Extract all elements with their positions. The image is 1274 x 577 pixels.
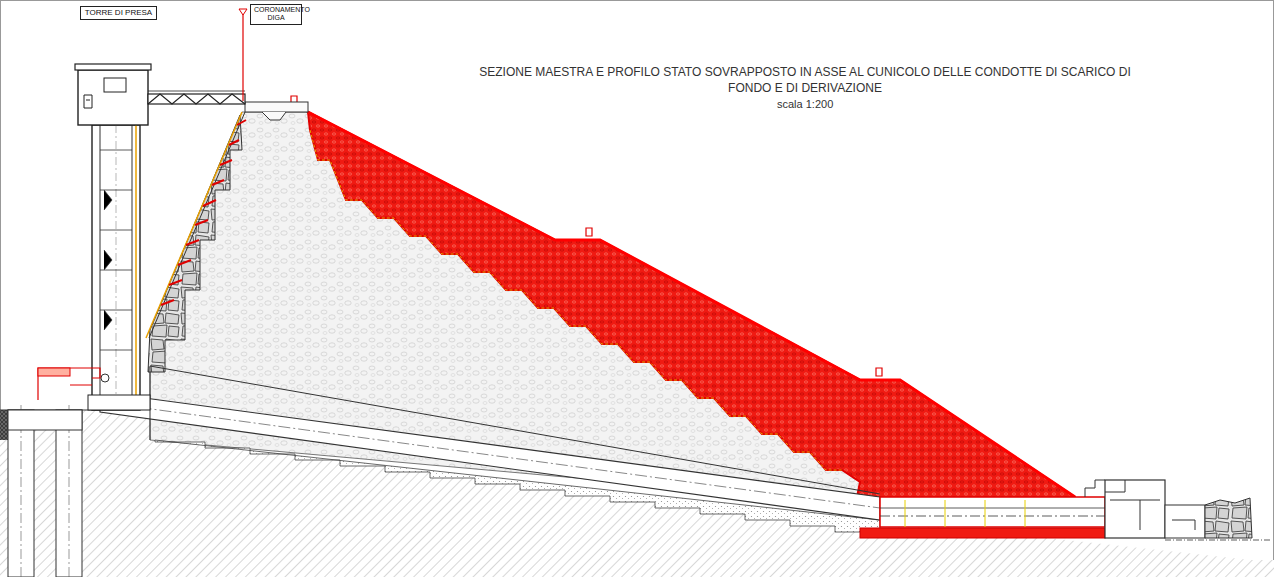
- scale-note: scala 1:200: [777, 98, 833, 110]
- drawing-title: SEZIONE MAESTRA E PROFILO STATO SOVRAPPO…: [475, 64, 1135, 96]
- box-text: CORONAMENTO DIGA: [254, 6, 298, 23]
- box-text: TORRE DI PRESA: [84, 8, 153, 18]
- label-box: CORONAMENTO DIGA: [250, 4, 302, 25]
- label-box: TORRE DI PRESA: [80, 6, 157, 20]
